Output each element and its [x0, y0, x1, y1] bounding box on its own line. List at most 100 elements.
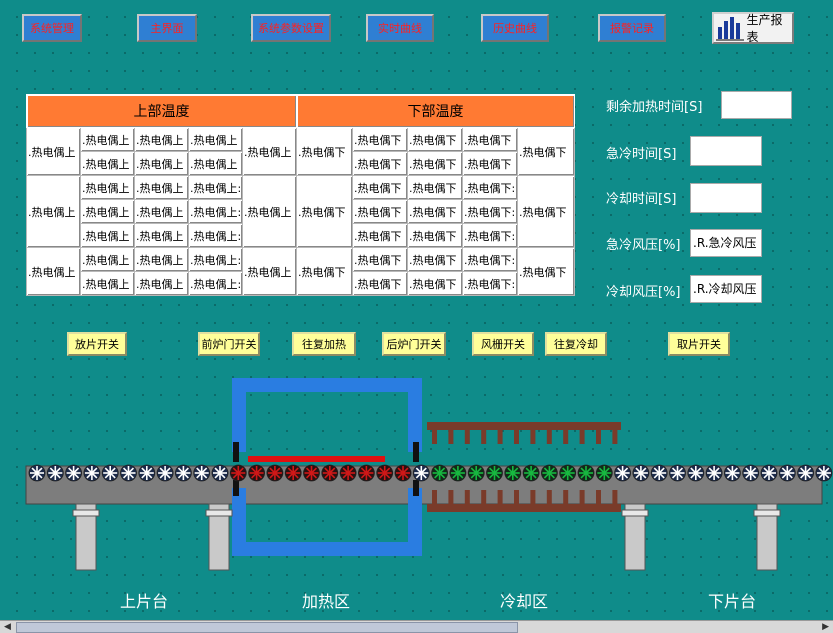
roller-spoke [127, 467, 135, 474]
table-row: .热电偶上.热电偶上.热电偶上:.热电偶下.热电偶下.热电偶下: [27, 223, 575, 248]
air-grid-switch[interactable]: 风栅开关 [472, 332, 534, 356]
upper-thermocouple-cell: .热电偶上 [80, 271, 135, 296]
roller-spoke [653, 467, 660, 474]
roller-spoke [781, 467, 788, 474]
production-report-button[interactable]: 生产报表 [712, 12, 794, 44]
roller-spoke [177, 467, 184, 474]
lower-side-cell: .热电偶下 [296, 127, 354, 176]
upper-thermocouple-cell: .热电偶上 [188, 127, 243, 152]
cooling-nozzle-top [481, 430, 487, 444]
nav-history-curve[interactable]: 历史曲线 [481, 14, 549, 42]
upper-side-cell: .热电偶上 [241, 175, 298, 248]
roller-spoke [274, 472, 281, 479]
cooling-nozzle-top [464, 430, 470, 444]
roller-spoke [585, 467, 592, 474]
upper-thermocouple-cell: .热电偶上 [134, 271, 189, 296]
lower-thermocouple-cell: .热电偶下 [462, 127, 519, 152]
horizontal-scrollbar[interactable]: ◀ ▶ [0, 620, 833, 633]
roller-spoke [182, 467, 189, 474]
roller [522, 464, 540, 482]
load-glass-switch[interactable]: 放片开关 [67, 332, 127, 356]
roller-spoke [750, 472, 757, 479]
front-door-top [233, 442, 239, 462]
roller-spoke [525, 472, 532, 479]
zone-load-table: 上片台 [120, 592, 169, 611]
remaining-heat-time-field[interactable] [721, 91, 792, 119]
nav-system-params[interactable]: 系统参数设置 [251, 14, 331, 42]
roller-spoke [658, 467, 665, 474]
cooling-nozzle-top [448, 430, 454, 444]
zone-cooling: 冷却区 [500, 592, 549, 611]
roller-spoke [750, 467, 757, 474]
roller [120, 464, 137, 482]
roller-spoke [823, 467, 830, 474]
nav-system-management[interactable]: 系统管理 [22, 14, 82, 42]
nav-main-screen[interactable]: 主界面 [137, 14, 197, 42]
upper-thermocouple-cell: .热电偶上: [188, 223, 243, 248]
lower-thermocouple-cell: .热电偶下 [352, 199, 409, 224]
reciprocate-heat-button[interactable]: 往复加热 [292, 332, 356, 356]
roller [266, 464, 284, 482]
roller-spoke [598, 472, 605, 479]
lower-thermocouple-cell: .热电偶下: [462, 199, 519, 224]
front-door-switch[interactable]: 前炉门开关 [198, 332, 260, 356]
roller-spoke [562, 467, 569, 474]
roller-spoke [219, 467, 226, 474]
roller [705, 464, 723, 482]
roller-spoke [548, 472, 555, 479]
cooling-nozzle-bottom [448, 490, 454, 504]
upper-thermocouple-cell: .热电偶上 [188, 151, 243, 176]
rear-door-switch[interactable]: 后炉门开关 [382, 332, 446, 356]
roller [156, 464, 174, 482]
roller-spoke [617, 467, 624, 474]
roller-spoke [434, 472, 441, 479]
nav-realtime-curve[interactable]: 实时曲线 [366, 14, 434, 42]
cool-pressure-field[interactable]: .R.冷却风压 [690, 275, 762, 303]
nav-alarm-records[interactable]: 报警记录 [598, 14, 666, 42]
roller-spoke [617, 472, 624, 479]
bar-chart-icon [716, 17, 744, 41]
cooling-nozzle-top [596, 430, 601, 444]
zone-heating: 加热区 [302, 592, 351, 611]
roller-spoke [676, 472, 684, 479]
roller-spoke [237, 467, 244, 474]
table-row: .热电偶上.热电偶上.热电偶上.热电偶上:.热电偶上.热电偶下.热电偶下.热电偶… [26, 175, 576, 248]
roller [742, 464, 760, 482]
roller-spoke [567, 467, 574, 474]
quench-pressure-field[interactable]: .R.急冷风压 [690, 229, 762, 257]
table-row: .热电偶上.热电偶上.热电偶上.热电偶上.热电偶上.热电偶下.热电偶下.热电偶下… [26, 127, 576, 176]
roller [760, 464, 778, 482]
scroll-left-arrow-icon[interactable]: ◀ [4, 622, 11, 632]
scroll-right-arrow-icon[interactable]: ▶ [822, 622, 829, 632]
leg-bracket [72, 509, 100, 517]
roller-spoke [269, 472, 276, 479]
scrollbar-thumb[interactable] [16, 622, 518, 633]
unload-glass-switch[interactable]: 取片开关 [668, 332, 730, 356]
roller-spoke [287, 467, 294, 474]
roller-spoke [763, 472, 770, 479]
upper-side-cell: .热电偶上 [26, 175, 81, 248]
lower-thermocouple-cell: .热电偶下 [352, 247, 409, 272]
roller-spoke [219, 472, 226, 479]
roller-spoke [622, 472, 629, 479]
reciprocate-cool-button[interactable]: 往复冷却 [545, 332, 607, 356]
roller [724, 464, 741, 482]
roller-spoke [548, 467, 555, 474]
roller-spoke [745, 467, 752, 474]
roller-spoke [86, 472, 93, 479]
lower-thermocouple-cell: .热电偶下 [462, 151, 519, 176]
roller-spoke [530, 472, 537, 479]
lower-side-cell: .热电偶下 [296, 175, 354, 248]
roller-spoke [36, 472, 43, 479]
roller [541, 464, 558, 482]
roller-spoke [708, 472, 715, 479]
quench-time-field[interactable] [690, 136, 762, 166]
lower-thermocouple-cell: .热电偶下 [407, 151, 464, 176]
roller [248, 464, 266, 482]
roller-spoke [310, 467, 318, 474]
roller-spoke [653, 472, 660, 479]
lower-thermocouple-cell: .热电偶下 [407, 127, 464, 152]
cool-time-field[interactable] [690, 183, 762, 213]
cooling-nozzle-bottom [579, 490, 585, 504]
roller-spoke [384, 467, 391, 474]
